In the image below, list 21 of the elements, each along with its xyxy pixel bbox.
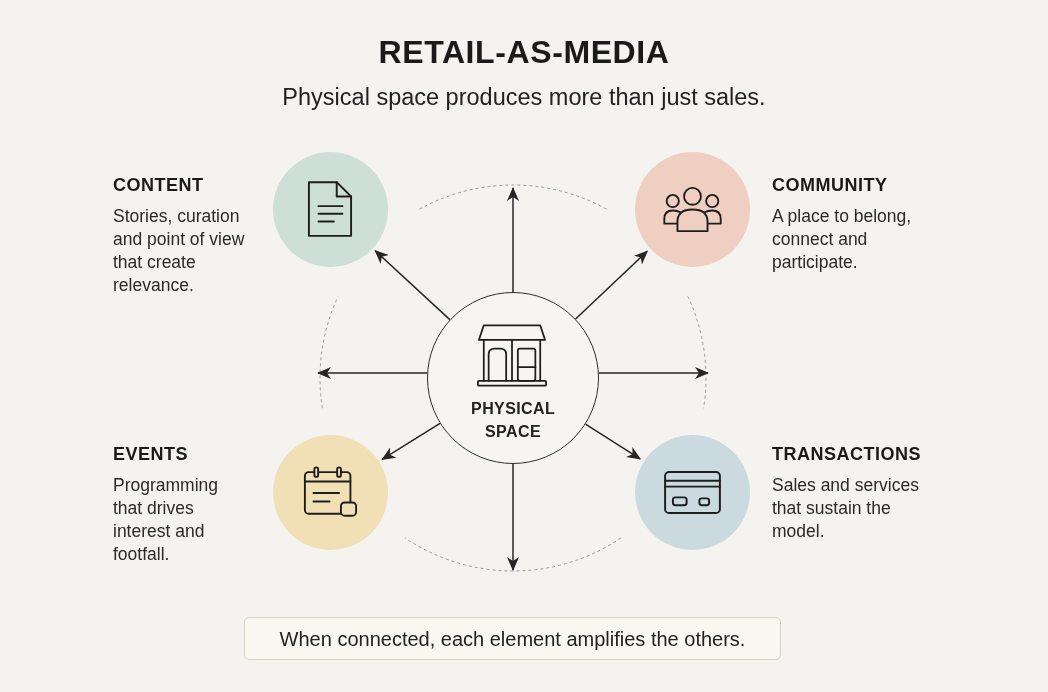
- hub-label: PHYSICAL SPACE: [471, 399, 555, 442]
- category-heading: TRANSACTIONS: [772, 443, 921, 465]
- category-description: A place to belong, connect and participate.: [772, 205, 913, 274]
- category-heading: CONTENT: [113, 174, 204, 196]
- arrow: [598, 367, 709, 379]
- category-heading: EVENTS: [113, 443, 189, 465]
- title: RETAIL-AS-MEDIA: [378, 33, 670, 71]
- note-box: [244, 617, 781, 660]
- category-description: Programming that drives interest and footfall.: [113, 474, 220, 566]
- arrow: [584, 423, 641, 460]
- category-description: Stories, curation and point of view that create relevance.: [113, 205, 246, 297]
- subtitle: Physical space produces more than just sales.: [282, 83, 766, 111]
- arrow: [574, 250, 649, 320]
- note-text: When connected, each element amplifies the others.: [279, 626, 746, 651]
- arrow: [317, 367, 428, 379]
- category-heading: COMMUNITY: [772, 174, 888, 196]
- arrow: [507, 187, 519, 293]
- arrow: [507, 463, 519, 571]
- arrow: [374, 249, 451, 321]
- arrow: [381, 422, 441, 461]
- category-description: Sales and services that sustain the model.: [772, 474, 920, 543]
